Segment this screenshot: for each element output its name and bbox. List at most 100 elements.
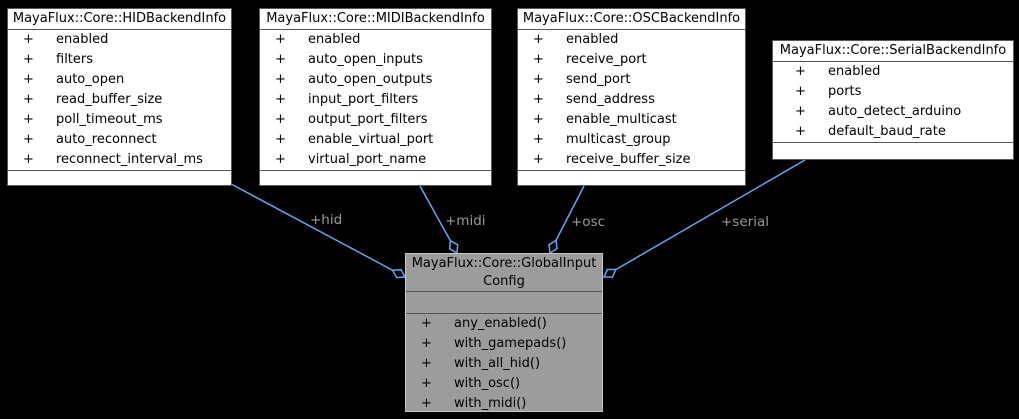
edge-label-midi: +midi: [445, 213, 486, 229]
member-name: with_midi(): [454, 396, 527, 411]
visibility-marker: +: [421, 316, 432, 331]
visibility-marker: +: [275, 112, 286, 127]
visibility-marker: +: [533, 52, 544, 67]
member-name: auto_open_outputs: [308, 72, 433, 87]
edge-line: [419, 185, 452, 242]
member-name: enable_multicast: [566, 112, 677, 127]
member-row: + poll_timeout_ms: [8, 110, 231, 130]
member-name: with_all_hid(): [454, 356, 541, 371]
member-row: +default_baud_rate: [773, 122, 1013, 142]
visibility-marker: +: [421, 376, 432, 391]
empty-attributes-compartment: [406, 292, 602, 313]
visibility-marker: +: [23, 32, 34, 47]
member-name: enable_virtual_port: [308, 132, 434, 147]
member-name: virtual_port_name: [308, 152, 427, 167]
visibility-marker: +: [275, 152, 286, 167]
class-title[interactable]: MayaFlux::Core::MIDIBackendInfo: [260, 9, 491, 30]
edge-serial: [602, 159, 806, 278]
visibility-marker: +: [275, 32, 286, 47]
member-row: + enable_multicast: [518, 110, 745, 130]
empty-operations-compartment: [773, 142, 1013, 159]
class-node-globalinputconfig[interactable]: MayaFlux::Core::GlobalInput Config + any_…: [405, 253, 603, 412]
member-name: receive_port: [566, 52, 647, 67]
visibility-marker: +: [533, 152, 544, 167]
class-title[interactable]: MayaFlux::Core::OSCBackendInfo: [518, 9, 745, 30]
member-row: + virtual_port_name: [260, 150, 491, 170]
attributes-compartment: +enabled +auto_open_inputs +auto_open_ou…: [260, 30, 491, 170]
visibility-marker: +: [23, 152, 34, 167]
member-name: enabled: [56, 32, 109, 47]
member-name: auto_reconnect: [56, 132, 157, 147]
edge-label-osc: +osc: [571, 214, 606, 230]
empty-operations-compartment: [8, 170, 231, 185]
member-row: + with_midi(): [406, 394, 602, 414]
visibility-marker: +: [533, 112, 544, 127]
member-row: + read_buffer_size: [8, 90, 231, 110]
aggregation-diamond-icon: [548, 239, 558, 255]
visibility-marker: +: [23, 132, 34, 147]
member-row: +enable_virtual_port: [260, 130, 491, 150]
aggregation-diamond-icon: [391, 268, 407, 279]
visibility-marker: +: [795, 104, 806, 119]
visibility-marker: +: [421, 356, 432, 371]
member-row: + enabled: [518, 30, 745, 50]
visibility-marker: +: [421, 336, 432, 351]
member-name: input_port_filters: [308, 92, 419, 107]
class-node-oscbackendinfo[interactable]: MayaFlux::Core::OSCBackendInfo +enabled …: [517, 8, 746, 186]
member-name: reconnect_interval_ms: [56, 152, 203, 167]
member-row: + any_enabled(): [406, 314, 602, 334]
member-name: with_gamepads(): [454, 336, 567, 351]
member-row: + ports: [773, 82, 1013, 102]
member-row: + output_port_filters: [260, 110, 491, 130]
visibility-marker: +: [533, 72, 544, 87]
visibility-marker: +: [795, 124, 806, 139]
member-name: send_port: [566, 72, 631, 87]
operations-compartment: + any_enabled() + with_gamepads() + with_al…: [406, 313, 602, 414]
member-name: auto_detect_arduino: [828, 104, 962, 119]
visibility-marker: +: [275, 92, 286, 107]
visibility-marker: +: [533, 32, 544, 47]
edge-line: [231, 183, 394, 271]
member-name: enabled: [308, 32, 361, 47]
member-row: +send_address: [518, 90, 745, 110]
member-name: filters: [56, 52, 94, 67]
visibility-marker: +: [795, 84, 806, 99]
class-title[interactable]: MayaFlux::Core::SerialBackendInfo: [773, 41, 1013, 62]
class-title[interactable]: MayaFlux::Core::HIDBackendInfo: [8, 9, 231, 30]
class-node-hidbackendinfo[interactable]: MayaFlux::Core::HIDBackendInfo +enabled …: [7, 8, 232, 186]
member-row: + enabled: [8, 30, 231, 50]
member-name: auto_open_inputs: [308, 52, 423, 67]
visibility-marker: +: [533, 92, 544, 107]
member-row: + auto_reconnect: [8, 130, 231, 150]
class-title[interactable]: MayaFlux::Core::GlobalInput Config: [406, 254, 602, 292]
member-row: +receive_buffer_size: [518, 150, 745, 170]
member-name: read_buffer_size: [56, 92, 163, 107]
member-name: enabled: [566, 32, 619, 47]
empty-operations-compartment: [260, 170, 491, 185]
member-row: + with_all_hid(): [406, 354, 602, 374]
visibility-marker: +: [795, 64, 806, 79]
member-name: any_enabled(): [454, 316, 547, 331]
class-node-serialbackendinfo[interactable]: MayaFlux::Core::SerialBackendInfo +enabl…: [772, 40, 1014, 160]
member-row: + input_port_filters: [260, 90, 491, 110]
member-name: ports: [828, 84, 862, 99]
member-name: poll_timeout_ms: [56, 112, 163, 127]
member-name: output_port_filters: [308, 112, 428, 127]
class-title-line2: Config: [483, 274, 525, 289]
edge-label-hid: +hid: [310, 212, 343, 228]
aggregation-diamond-icon: [602, 268, 618, 278]
member-row: + enabled: [260, 30, 491, 50]
edge-midi: [419, 185, 459, 255]
class-node-midibackendinfo[interactable]: MayaFlux::Core::MIDIBackendInfo + enabled…: [259, 8, 492, 186]
member-row: +auto_open_inputs: [260, 50, 491, 70]
attributes-compartment: +enabled + ports + auto_detect_arduino +de…: [773, 62, 1013, 142]
visibility-marker: +: [275, 72, 286, 87]
member-row: +enabled: [773, 62, 1013, 82]
attributes-compartment: +enabled +filters +auto_open +read_buffe…: [8, 30, 231, 170]
visibility-marker: +: [23, 72, 34, 87]
visibility-marker: +: [23, 112, 34, 127]
visibility-marker: +: [23, 92, 34, 107]
edge-hid: [231, 183, 407, 279]
visibility-marker: +: [421, 396, 432, 411]
class-title-line1: MayaFlux::Core::GlobalInput: [411, 256, 597, 271]
